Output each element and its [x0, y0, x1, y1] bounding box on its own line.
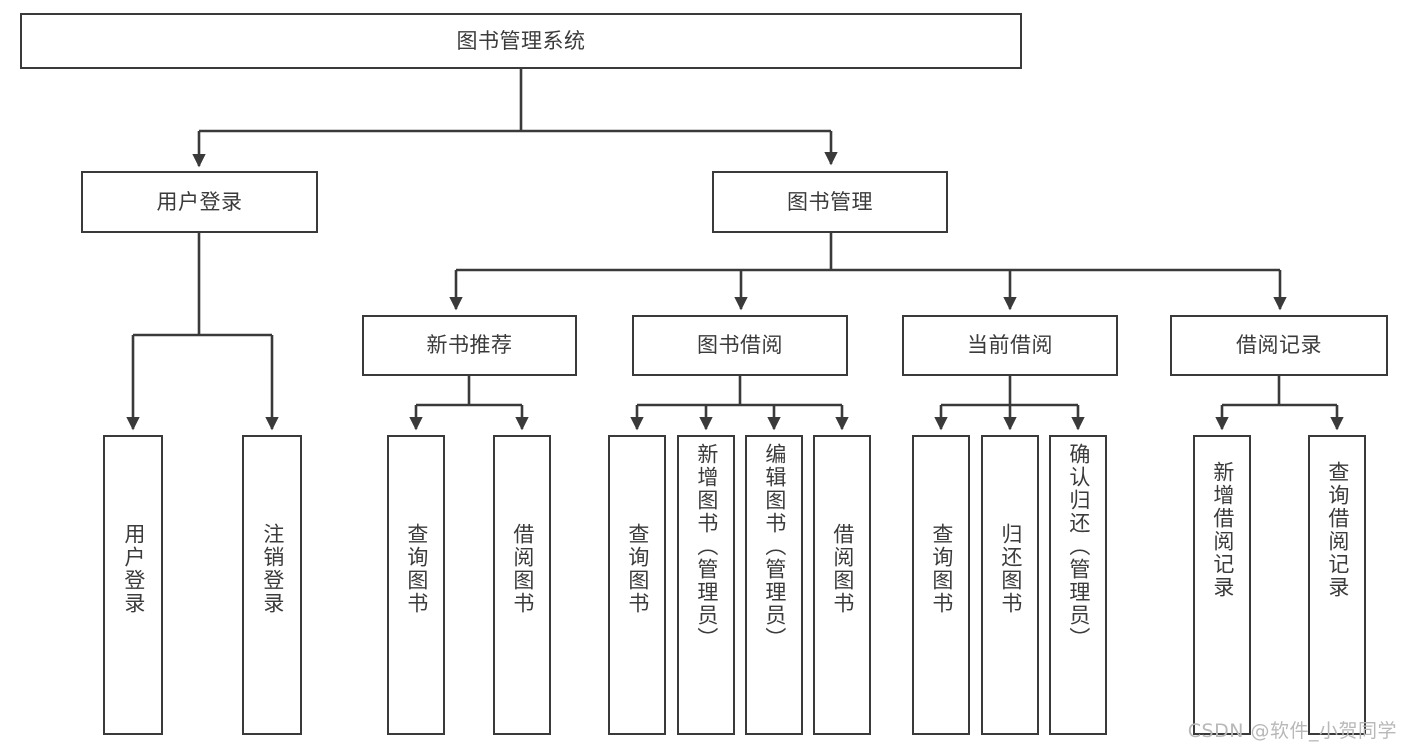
node-leaf-user-logout[interactable]: 注销登录 [242, 435, 302, 735]
node-leaf-user-login[interactable]: 用户登录 [103, 435, 163, 735]
node-leaf-user-login-label: 用户登录 [121, 523, 146, 615]
node-leaf-query-book-3[interactable]: 查询图书 [912, 435, 970, 735]
node-leaf-add-book[interactable]: 新增图书（管理员） [677, 435, 735, 735]
node-leaf-edit-book[interactable]: 编辑图书（管理员） [745, 435, 803, 735]
node-leaf-query-record-label: 查询借阅记录 [1325, 461, 1350, 599]
node-leaf-query-book-1-label: 查询图书 [404, 523, 429, 615]
node-leaf-query-book-1[interactable]: 查询图书 [387, 435, 445, 735]
node-leaf-add-record-label: 新增借阅记录 [1210, 461, 1235, 599]
node-leaf-borrow-book-2-label: 借阅图书 [830, 523, 855, 615]
node-leaf-return-book[interactable]: 归还图书 [981, 435, 1039, 735]
node-leaf-borrow-book-2[interactable]: 借阅图书 [813, 435, 871, 735]
node-root[interactable]: 图书管理系统 [20, 13, 1022, 69]
node-leaf-add-book-label: 新增图书（管理员） [694, 443, 719, 650]
node-new-book-recommend-label: 新书推荐 [426, 333, 513, 358]
node-user-login[interactable]: 用户登录 [81, 171, 318, 233]
node-borrow-record-label: 借阅记录 [1236, 333, 1322, 358]
csdn-watermark: CSDN @软件_小贺同学 [1187, 720, 1397, 742]
node-leaf-confirm-return[interactable]: 确认归还（管理员） [1049, 435, 1107, 735]
node-leaf-return-book-label: 归还图书 [998, 523, 1023, 615]
node-root-label: 图书管理系统 [456, 28, 586, 53]
node-user-login-label: 用户登录 [156, 189, 243, 214]
node-leaf-confirm-return-label: 确认归还（管理员） [1066, 443, 1091, 650]
node-leaf-query-book-2[interactable]: 查询图书 [608, 435, 666, 735]
node-book-manage[interactable]: 图书管理 [712, 171, 948, 233]
node-leaf-query-record[interactable]: 查询借阅记录 [1308, 435, 1366, 735]
node-current-borrow-label: 当前借阅 [967, 333, 1053, 358]
node-current-borrow[interactable]: 当前借阅 [902, 315, 1118, 376]
node-borrow-record[interactable]: 借阅记录 [1170, 315, 1388, 376]
node-leaf-user-logout-label: 注销登录 [260, 523, 285, 615]
node-leaf-borrow-book-1-label: 借阅图书 [510, 523, 535, 615]
node-leaf-query-book-3-label: 查询图书 [929, 523, 954, 615]
node-book-borrow[interactable]: 图书借阅 [632, 315, 848, 376]
node-leaf-query-book-2-label: 查询图书 [625, 523, 650, 615]
node-book-manage-label: 图书管理 [787, 189, 873, 214]
node-book-borrow-label: 图书借阅 [697, 333, 783, 358]
node-leaf-edit-book-label: 编辑图书（管理员） [762, 443, 787, 650]
node-new-book-recommend[interactable]: 新书推荐 [362, 315, 577, 376]
node-leaf-add-record[interactable]: 新增借阅记录 [1193, 435, 1251, 735]
node-leaf-borrow-book-1[interactable]: 借阅图书 [493, 435, 551, 735]
